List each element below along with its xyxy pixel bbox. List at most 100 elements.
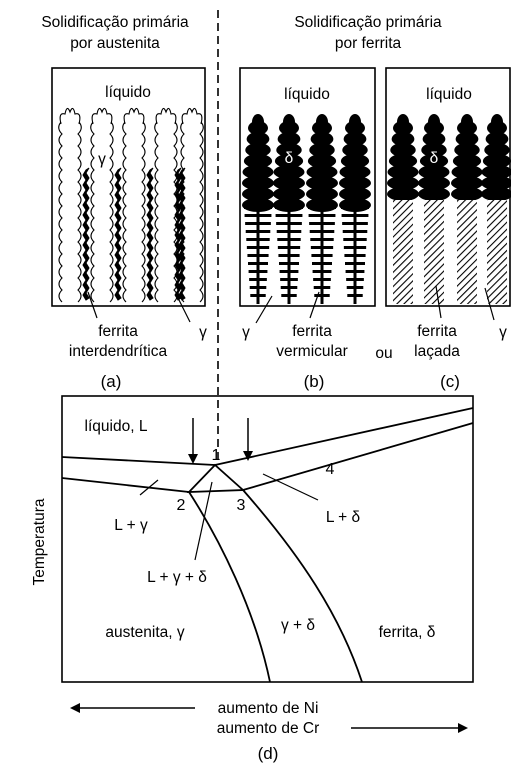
title-right: Solidificação primária por ferrita (294, 14, 442, 52)
delta-dendrite (243, 154, 273, 168)
delta-dendrite (242, 165, 274, 179)
liquidus-gamma-line (61, 456, 216, 466)
panel-c-leader-caption (435, 285, 442, 319)
x-axis-cr-label: aumento de Cr (217, 720, 320, 737)
point-4: 4 (326, 461, 335, 478)
panel-a-leader-caption (87, 291, 98, 319)
panel-b-delta-label: δ (285, 150, 294, 167)
delta-dendrite (451, 165, 483, 179)
delta-dendrite (390, 143, 416, 157)
region-l-gamma-delta: L + γ + δ (147, 569, 207, 586)
vermicular-ferrite-stem (353, 200, 357, 304)
x-axis-ni-label: aumento de Ni (218, 700, 319, 717)
delta-dendrite (273, 187, 305, 201)
delta-dendrite (421, 143, 447, 157)
or-label: ou (375, 345, 392, 362)
liquidus-delta-line (214, 407, 474, 466)
panel-c-caption-line1: ferrita (417, 323, 457, 340)
delta-dendrite (349, 114, 361, 130)
delta-dendrite (422, 132, 446, 146)
panel-a-caption-line1: ferrita (98, 323, 138, 340)
delta-solvus-curve (242, 489, 363, 683)
delta-dendrite (455, 132, 479, 146)
delta-dendrite (273, 176, 305, 190)
austenite-dendrite-outline (90, 121, 114, 303)
panel-d-tag: (d) (258, 744, 279, 763)
ni-arrowhead (70, 703, 80, 713)
point-3: 3 (237, 497, 246, 514)
title-left-line2: por austenita (70, 35, 160, 52)
panel-b-tag: (b) (304, 372, 325, 391)
austenite-dendrite-tip (91, 107, 113, 125)
delta-dendrite (481, 165, 511, 179)
delta-dendrite (283, 114, 295, 130)
composition-arrowhead-left (188, 454, 198, 464)
panel-a-tag: (a) (101, 372, 122, 391)
delta-dendrite (245, 143, 271, 157)
composition-arrowhead-right (243, 451, 253, 461)
panel-b-dendrites (242, 114, 371, 304)
vermicular-ferrite-stem (287, 200, 291, 304)
panel-a-caption-line2: interdendrítica (69, 343, 168, 360)
vermicular-ferrite-stem (256, 200, 260, 304)
delta-dendrite (428, 114, 440, 130)
interdendritic-ferrite (114, 167, 122, 301)
three-phase-triangle (186, 463, 246, 493)
panel-b-leader-caption (309, 291, 320, 319)
phase-diagram-frame (61, 395, 474, 683)
delta-dendrite (242, 187, 274, 201)
delta-dendrite (461, 114, 473, 130)
delta-dendrite (306, 187, 338, 201)
delta-dendrite (309, 143, 335, 157)
delta-dendrite (387, 176, 419, 190)
delta-dendrite (419, 154, 449, 168)
l-delta-leader (262, 473, 319, 501)
delta-dendrite (418, 176, 450, 190)
delta-dendrite (252, 114, 264, 130)
austenite-dendrite-outline (58, 121, 82, 303)
delta-dendrite (342, 143, 368, 157)
lacy-ferrite-region (487, 200, 507, 304)
panel-c-caption-line2: laçada (414, 343, 460, 360)
solidus-delta-line (242, 422, 474, 491)
delta-dendrite (481, 176, 511, 190)
panel-c-leader-gamma (484, 287, 495, 321)
austenite-dendrite-tip (181, 107, 203, 125)
region-l-delta: L + δ (326, 509, 360, 526)
austenite-dendrite-outline (122, 121, 146, 303)
panel-a-gamma-right: γ (199, 324, 207, 341)
delta-dendrite (307, 154, 337, 168)
delta-dendrite (391, 132, 415, 146)
panel-a-dendrites (58, 107, 204, 303)
lacy-ferrite-region (424, 200, 444, 304)
panel-b-caption-line1: ferrita (292, 323, 332, 340)
title-left-line1: Solidificação primária (41, 14, 189, 31)
panel-c-gamma-right: γ (499, 324, 507, 341)
title-right-line1: Solidificação primária (294, 14, 442, 31)
delta-dendrite (451, 176, 483, 190)
delta-dendrite (273, 165, 305, 179)
panel-a-liquid-label: líquido (105, 84, 151, 101)
cr-arrowhead (458, 723, 468, 733)
austenite-dendrite-tip (155, 107, 177, 125)
title-right-line2: por ferrita (335, 35, 402, 52)
region-austenite: austenita, γ (105, 624, 185, 641)
region-l-gamma: L + γ (114, 517, 148, 534)
delta-dendrite (339, 176, 371, 190)
delta-dendrite (388, 154, 418, 168)
austenite-dendrite-tip (59, 107, 81, 125)
panel-c-dendrites (387, 114, 511, 304)
panel-a: líquido γ (51, 67, 206, 307)
lacy-ferrite-region (393, 200, 413, 304)
delta-dendrite (484, 143, 510, 157)
point-1: 1 (212, 447, 221, 464)
panel-a-gamma-label: γ (98, 151, 106, 168)
region-ferrite: ferrita, δ (379, 624, 436, 641)
delta-dendrite (451, 187, 483, 201)
delta-dendrite (397, 114, 409, 130)
panel-b-leader-gamma (255, 295, 273, 324)
lacy-ferrite-region (457, 200, 477, 304)
delta-dendrite (310, 132, 334, 146)
panel-c-liquid-label: líquido (426, 86, 472, 103)
